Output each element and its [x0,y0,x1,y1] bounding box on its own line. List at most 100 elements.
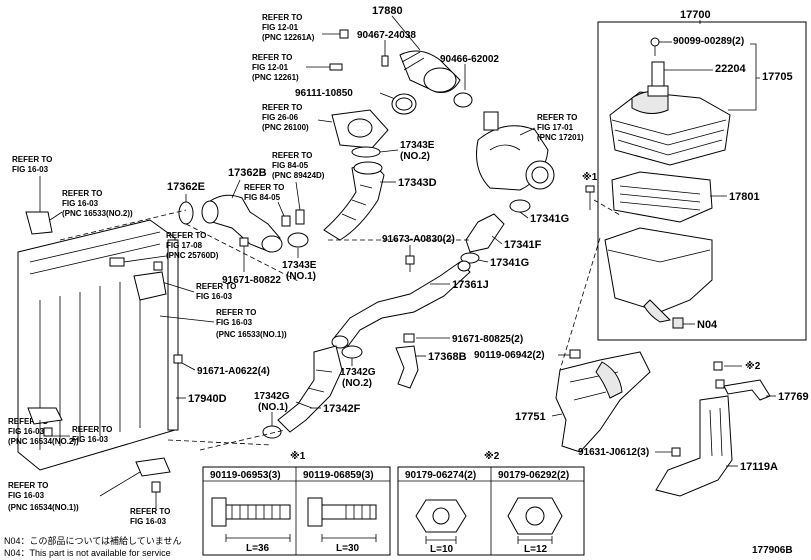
label-17880: 17880 [372,5,403,17]
svg-text:(PNC 16533(NO.2)): (PNC 16533(NO.2)) [62,209,133,218]
bracket-17368b [395,345,419,389]
clip-90467 [381,55,389,67]
label-mark1: ※1 [582,171,598,183]
label-17361j: 17361J [452,279,489,291]
sensor-84-05 [281,215,291,227]
svg-text:FIG 12-01: FIG 12-01 [262,23,299,32]
label-17705: 17705 [762,71,793,83]
air-cleaner-cap [609,91,731,166]
hose-clip-a [339,29,349,39]
label-17751: 17751 [515,411,546,423]
hose-17343d [323,161,385,241]
turbocharger [476,111,555,191]
svg-text:(PNC 26100): (PNC 26100) [262,123,309,132]
pipe-17362b [201,194,283,253]
label-91671-80825: 91671-80825(2) [452,334,523,345]
label-90119-06942: 90119-06942(2) [474,350,545,361]
hose-17342f [277,345,343,433]
hose-25760d [109,257,125,267]
svg-text:FIG 16-03: FIG 16-03 [8,427,45,436]
label-17368b: 17368B [428,351,467,363]
label-90099: 90099-00289(2) [673,36,744,47]
table-cell-90119-06953: 90119-06953(3) [210,470,281,481]
bolt-90119-06942 [569,349,581,359]
ref-fig-16-03-f: REFER TO FIG 16-03 [72,425,112,444]
ref-fig-12-01-b: REFER TO FIG 12-01 (PNC 12261) [252,53,299,82]
label-17362e: 17362E [167,181,205,193]
label-17700: 17700 [680,9,711,21]
pipe-17361j [331,260,471,349]
svg-text:FIG 16-03: FIG 16-03 [72,435,109,444]
svg-text:FIG 16-03: FIG 16-03 [216,318,253,327]
bolt-left-lower [43,427,53,437]
label-90467: 90467-24038 [357,30,416,41]
bolt-91673 [405,255,415,272]
air-flow-meter [647,61,669,97]
label-22204: 22204 [715,63,746,75]
hose-17341f [465,213,505,253]
svg-text:FIG 17-01: FIG 17-01 [537,123,574,132]
label-17362b: 17362B [228,167,267,179]
bolt-left-bottom [151,481,161,493]
bolt-drawing-l36 [211,497,291,542]
clamp-17342g-no2 [341,345,363,359]
label-17342f: 17342F [323,403,361,415]
svg-text:REFER TO: REFER TO [262,103,302,112]
svg-text:(PNC 12261A): (PNC 12261A) [262,33,315,42]
note-en: N04：This part is not available for servi… [4,548,171,558]
note-jp: N04：この部品については補給していません [4,535,182,546]
svg-text:REFER TO: REFER TO [262,13,302,22]
label-17343e-no2: 17343E [400,140,435,151]
table-mark2: ※2 [484,450,500,462]
label-91671-a0622: 91671-A0622(4) [197,366,270,377]
svg-text:FIG 84-05: FIG 84-05 [272,161,309,170]
svg-text:(PNC 16533(NO.1)): (PNC 16533(NO.1)) [216,330,287,339]
bolt-91671-a0622 [173,354,183,364]
throttle-body [331,109,389,149]
ref-fig-84-05-a: REFER TO FIG 84-05 (PNC 89424D) [272,151,325,180]
clamp-17343e-no2 [351,146,381,158]
ref-fig-26-06: REFER TO FIG 26-06 (PNC 26100) [262,103,309,132]
svg-text:REFER TO: REFER TO [244,183,284,192]
ref-fig-16-03-e: REFER TO FIG 16-03 (PNC 16534(NO.2)) [8,417,79,446]
svg-text:FIG 17-08: FIG 17-08 [166,241,203,250]
bolt-table-group2 [397,466,585,556]
air-cleaner-case [604,227,713,323]
clamp-17342g-no1 [262,425,282,439]
label-96111: 96111-10850 [295,88,353,99]
ref-fig-17-01: REFER TO FIG 17-01 (PNC 17201) [537,113,584,142]
bracket-left-top [25,211,53,235]
bracket-left-bottom [135,457,171,477]
label-17341f: 17341F [504,239,542,251]
bracket-17769 [715,379,771,401]
svg-text:(PNC 89424D): (PNC 89424D) [272,171,325,180]
svg-text:REFER TO: REFER TO [8,417,48,426]
clamp-17343e-no1 [287,232,309,248]
label-17341g-top: 17341G [530,213,569,225]
svg-text:REFER TO: REFER TO [166,231,206,240]
label-17343e-no2-sub: (NO.2) [400,151,430,162]
bracket-17119a [655,395,733,497]
label-91671-80822: 91671-80822 [222,275,281,286]
sensor-89424d [295,209,305,225]
ref-fig-16-03-c: REFER TO FIG 16-03 [196,282,236,301]
svg-text:REFER TO: REFER TO [62,189,102,198]
screw-90099 [650,37,660,56]
table-cell-90119-06859: 90119-06859(3) [303,470,374,481]
bracket-left-lower [27,407,63,425]
svg-text:FIG 16-03: FIG 16-03 [8,491,45,500]
clamp-90466 [453,92,473,108]
table-length-l30: L=30 [336,543,360,554]
o-ring-96111 [391,93,417,115]
label-17769: 17769 [778,391,809,403]
svg-text:(PNC 16534(NO.2)): (PNC 16534(NO.2)) [8,437,79,446]
hose-clip-b [329,63,343,71]
label-17940d: 17940D [188,393,227,405]
air-duct-17751 [555,351,651,453]
svg-text:FIG 16-03: FIG 16-03 [12,165,49,174]
figure-id: 177906B [752,545,793,556]
svg-text:REFER TO: REFER TO [537,113,577,122]
bracket-left-mid [133,261,167,301]
clip-mark2 [713,361,723,371]
bolt-drawing-l30 [307,497,377,542]
